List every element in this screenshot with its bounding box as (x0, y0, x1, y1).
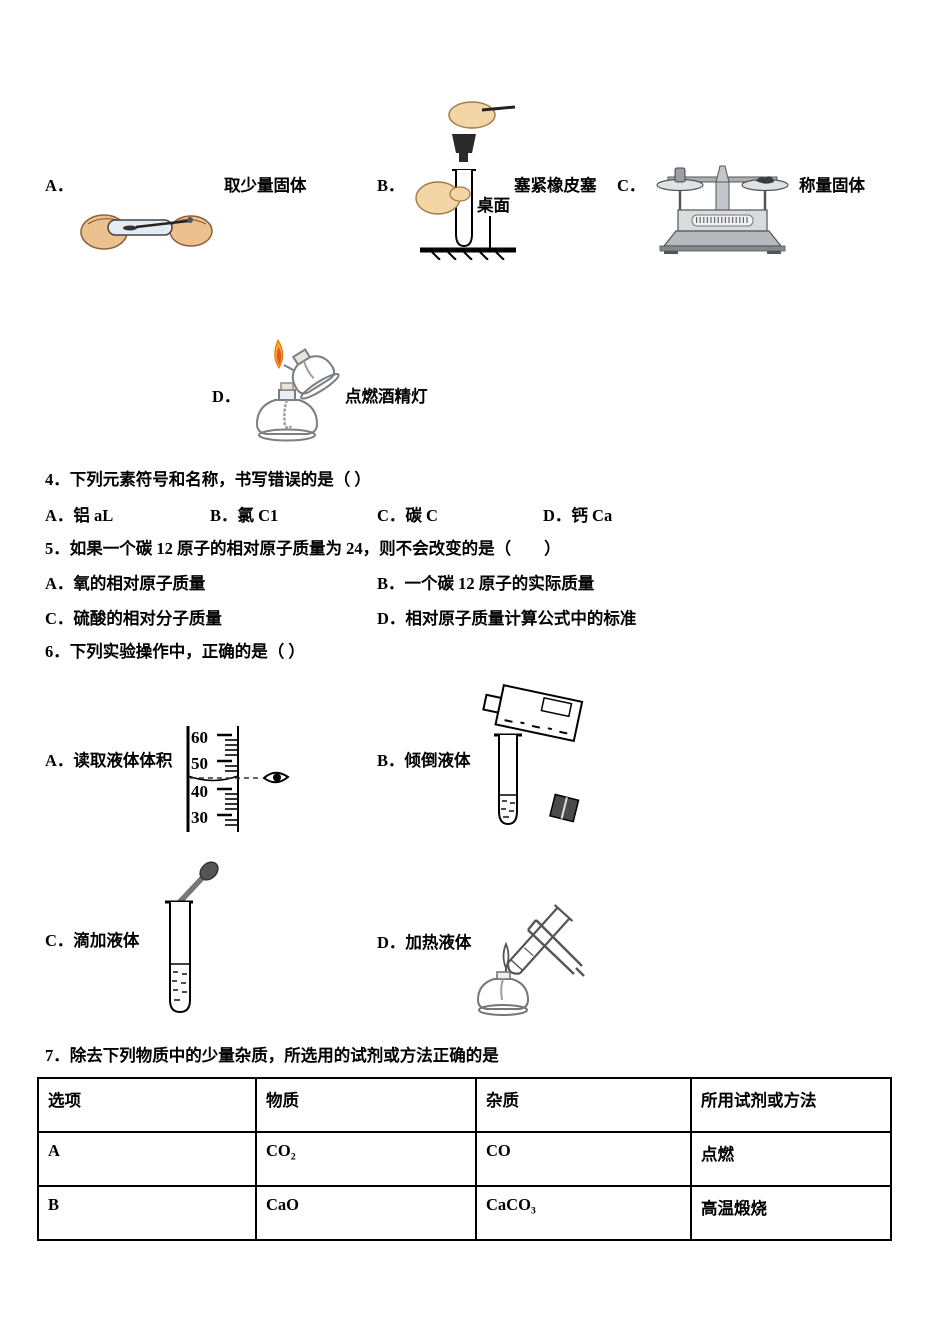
cell-substance-b: CaO (255, 1185, 477, 1241)
cell-option-b: B (37, 1185, 257, 1241)
q3-option-a-caption: 取少量固体 (224, 176, 307, 195)
q3-option-b-caption: 塞紧橡皮塞 (514, 176, 597, 195)
light-lamp-illustration (255, 338, 340, 442)
q3-option-c-caption: 称量固体 (799, 176, 865, 195)
cell-method-b: 高温煅烧 (690, 1185, 892, 1241)
q3-option-b-label: B． (377, 176, 405, 195)
cylinder-tick-30: 30 (191, 808, 208, 827)
q6-option-b-label: B．倾倒液体 (377, 751, 471, 770)
q7-table: 选项 物质 杂质 所用试剂或方法 A CO₂ CO 点燃 B CaO CaCO₃… (37, 1077, 892, 1241)
table-row: A CO₂ CO 点燃 (37, 1131, 892, 1187)
stopper-tube-illustration (415, 101, 516, 260)
q3-option-d-caption: 点燃酒精灯 (345, 387, 428, 406)
q4-option-b: B．氯 C1 (210, 506, 279, 525)
header-method: 所用试剂或方法 (690, 1077, 892, 1133)
q7-stem: 7．除去下列物质中的少量杂质，所选用的试剂或方法正确的是 (45, 1046, 499, 1065)
q3-option-d-label: D． (212, 387, 241, 406)
q5-option-c: C．硫酸的相对分子质量 (45, 609, 222, 628)
cell-option-a: A (37, 1131, 257, 1187)
q6-option-d-label: D．加热液体 (377, 933, 472, 952)
pour-liquid-illustration (482, 684, 584, 826)
q5-option-a: A．氧的相对原子质量 (45, 574, 206, 593)
heat-liquid-illustration (476, 904, 585, 1016)
desk-surface-label: 桌面 (477, 196, 510, 215)
q5-option-d: D．相对原子质量计算公式中的标准 (377, 609, 637, 628)
drop-liquid-illustration (165, 861, 219, 1014)
take-solid-illustration (80, 214, 213, 250)
q5-stem: 5．如果一个碳 12 原子的相对原子质量为 24，则不会改变的是（ ） (45, 539, 561, 558)
cylinder-tick-50: 50 (191, 754, 208, 773)
cell-substance-a: CO₂ (255, 1131, 477, 1187)
q4-option-d: D．钙 Ca (543, 506, 613, 525)
q6-stem: 6．下列实验操作中，正确的是（ ） (45, 642, 305, 661)
table-header-row: 选项 物质 杂质 所用试剂或方法 (37, 1077, 892, 1133)
header-impurity: 杂质 (475, 1077, 692, 1133)
cell-method-a: 点燃 (690, 1131, 892, 1187)
q4-option-a: A．铝 aL (45, 506, 114, 525)
q6-option-c-label: C．滴加液体 (45, 931, 140, 950)
q4-stem: 4．下列元素符号和名称，书写错误的是（ ） (45, 470, 371, 489)
cell-impurity-b: CaCO₃ (475, 1185, 692, 1241)
q4-option-c: C．碳 C (377, 506, 438, 525)
q5-option-b: B．一个碳 12 原子的实际质量 (377, 574, 595, 593)
balance-scale-illustration (656, 165, 789, 254)
q6-option-a-label: A．读取液体体积 (45, 751, 173, 770)
cylinder-tick-60: 60 (191, 728, 208, 747)
cylinder-tick-40: 40 (191, 782, 208, 801)
header-substance: 物质 (255, 1077, 477, 1133)
q3-option-a-label: A． (45, 176, 74, 195)
q3-option-c-label: C． (617, 176, 646, 195)
read-volume-illustration (186, 726, 290, 832)
cell-impurity-a: CO (475, 1131, 692, 1187)
header-option: 选项 (37, 1077, 257, 1133)
table-row: B CaO CaCO₃ 高温煅烧 (37, 1185, 892, 1241)
